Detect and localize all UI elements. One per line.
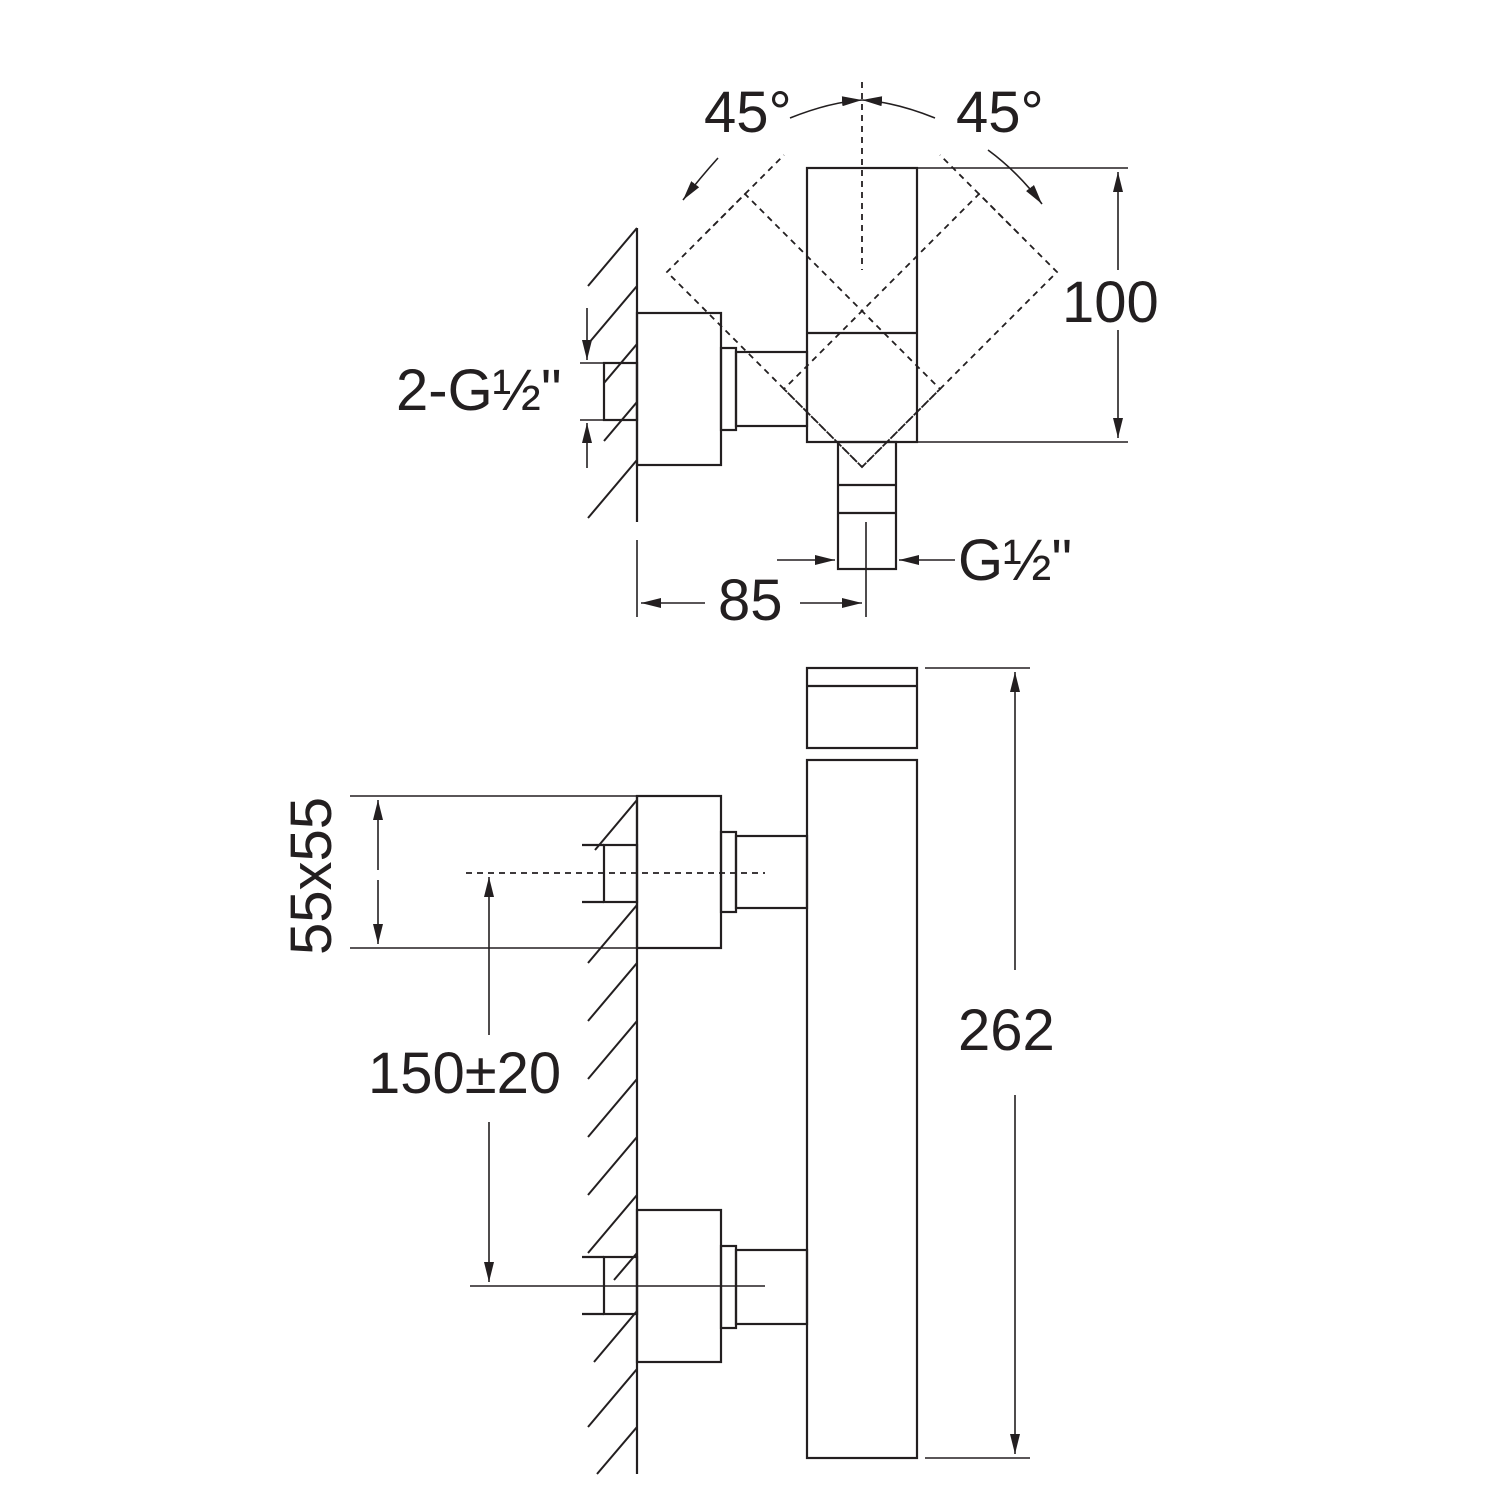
angle-arc-left-2 xyxy=(682,157,719,201)
angle-right-label: 45° xyxy=(956,80,1044,145)
dim-outlet-thread xyxy=(777,530,955,570)
depth-label: 85 xyxy=(718,568,783,633)
body-section-label: 55x55 xyxy=(279,797,344,955)
inlet-thread-label: 2-G½" xyxy=(396,358,562,423)
total-height-label: 262 xyxy=(958,998,1055,1063)
top-inlet-assembly xyxy=(602,311,809,467)
front-wall-hatching xyxy=(587,795,639,1475)
top-wall-hatching xyxy=(587,227,639,522)
angle-arc-right-2 xyxy=(987,149,1043,205)
front-body xyxy=(805,666,919,1460)
top-outlet xyxy=(836,440,898,571)
front-upper-inlet xyxy=(466,794,809,950)
angle-left-label: 45° xyxy=(704,80,792,145)
dim-height-top xyxy=(917,167,1128,443)
top-view: 45° 45° 100 2-G½" G½" xyxy=(396,80,1159,633)
angle-arc-left xyxy=(789,96,863,119)
dim-inlet-thread xyxy=(580,308,604,468)
dim-total-height xyxy=(925,667,1030,1459)
angle-arc-right xyxy=(861,96,936,119)
rotated-handle-left xyxy=(665,154,942,469)
dim-body-section xyxy=(350,795,721,949)
top-body xyxy=(805,166,919,444)
dim-depth xyxy=(636,522,867,617)
front-lower-inlet xyxy=(470,1208,809,1364)
inlet-spacing-label: 150±20 xyxy=(368,1041,561,1106)
height-top-label: 100 xyxy=(1062,270,1159,335)
rotated-handle-right xyxy=(782,154,1059,469)
front-view: 262 55x55 150±20 xyxy=(279,666,1055,1475)
outlet-thread-label: G½" xyxy=(958,528,1072,593)
